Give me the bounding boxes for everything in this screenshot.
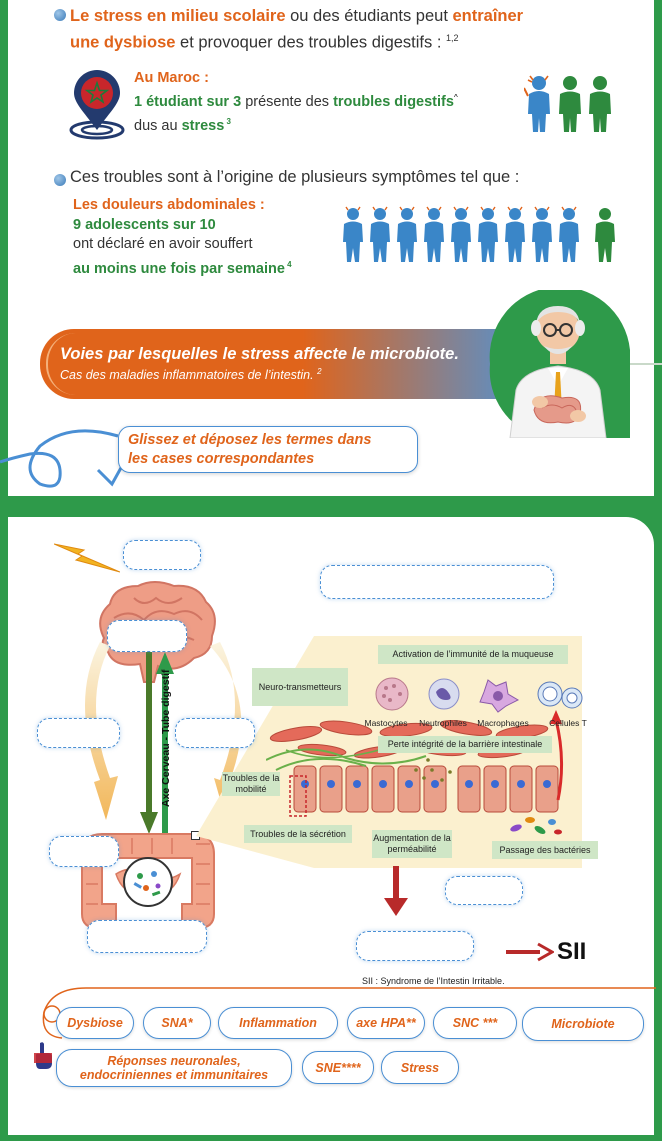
nine-of-ten-adolescents-icon (343, 206, 615, 262)
immune-cells-illustration (375, 677, 583, 713)
stat-highlight: troubles digestifs (333, 93, 454, 110)
intro-text: ou des étudiants peut (285, 7, 453, 25)
footnote: SII : Syndrome de l’Intestin Irritable. (362, 976, 505, 986)
instruction-box (118, 426, 418, 473)
symptom-title: Les douleurs abdominales : (73, 197, 265, 213)
intro-paragraph: Le stress en milieu scolaire ou des étud… (70, 5, 590, 54)
label-bacteria-passage: Passage des bactéries (492, 841, 598, 859)
label-immune-activation: Activation de l’immunité de la muqueuse (378, 645, 568, 664)
sii-label: SII (557, 938, 587, 965)
stat-text: dus au (134, 117, 182, 134)
drop-zone-left[interactable] (37, 718, 120, 748)
instruction-arrow-icon (0, 429, 124, 488)
right-arrow-icon (506, 942, 554, 962)
symptom-text: ont déclaré en avoir souffert (73, 236, 253, 252)
instruction-line: les cases correspondantes (128, 451, 315, 467)
term-sne[interactable]: SNE**** (302, 1051, 374, 1084)
banner (40, 329, 518, 399)
morocco-stat: Au Maroc : 1 étudiant sur 3 présente des… (134, 69, 514, 136)
reference: 4 (284, 259, 292, 269)
banner-subtitle: Cas des maladies inflammatoires de l’int… (60, 367, 500, 382)
stat-text: présente des (241, 93, 334, 110)
bullet-icon (54, 174, 66, 186)
drop-zone-microbiote[interactable] (87, 920, 207, 953)
bullet-icon (54, 9, 66, 21)
instruction-text: Glissez et déposez les termes dans les c… (128, 431, 418, 469)
intro-highlight: une dysbiose (70, 33, 176, 52)
lightning-icon (54, 543, 120, 573)
doctor-illustration (489, 290, 630, 438)
stat-highlight: 1 étudiant sur 3 (134, 93, 242, 110)
term-axe-hpa[interactable]: axe HPA** (347, 1007, 425, 1039)
drop-zone-responses[interactable] (320, 565, 554, 599)
label-motility: Troubles de la mobilité (222, 772, 280, 796)
term-stress[interactable]: Stress (381, 1051, 459, 1084)
reference: 1,2 (446, 33, 459, 43)
label-secretion: Troubles de la sécrétion (244, 825, 352, 843)
reference: 2 (317, 367, 322, 376)
symptom-count: 9 adolescents sur 10 (73, 216, 216, 233)
reference: ^ (453, 93, 458, 102)
term-microbiote[interactable]: Microbiote (522, 1007, 644, 1041)
symptoms-intro: Ces troubles sont à l’origine de plusieu… (70, 168, 520, 186)
cell-label: Macrophages (477, 718, 529, 728)
symptoms-stat: Les douleurs abdominales : 9 adolescents… (73, 196, 353, 279)
cell-label: Cellules T (549, 718, 587, 728)
term-sna[interactable]: SNA* (143, 1007, 211, 1039)
label-barrier-loss: Perte intégrité de la barrière intestina… (378, 736, 552, 753)
drop-zone-dysbiose[interactable] (445, 876, 523, 905)
instruction-line: Glissez et déposez les termes dans (128, 432, 372, 448)
label-permeability: Augmentation de la perméabilité (372, 830, 452, 858)
label-neurotransmitters: Neuro-transmetteurs (252, 668, 348, 706)
term-inflammation[interactable]: Inflammation (218, 1007, 338, 1039)
intro-text: et provoquer des troubles digestifs : (175, 33, 447, 52)
axis-label: Axe Cerveau - Tube digestif (160, 669, 172, 807)
drop-zone-right[interactable] (175, 718, 255, 748)
bacteria-icon (510, 817, 562, 835)
banner-inner-border (46, 333, 516, 395)
axis-arrows-icon (140, 652, 174, 834)
reference: 3 (224, 116, 231, 126)
morocco-pin-icon (69, 70, 125, 140)
cell-label: Mastocytes (364, 718, 408, 728)
intro-highlight: Le stress en milieu scolaire (70, 7, 286, 25)
drop-zone-inflammation[interactable] (356, 931, 474, 961)
one-of-three-students-icon (524, 75, 611, 132)
stat-highlight: stress (181, 117, 225, 134)
term-snc[interactable]: SNC *** (433, 1007, 517, 1039)
banner-subtitle-text: Cas des maladies inflammatoires de l’int… (60, 368, 318, 383)
banner-title: Voies par lesquelles le stress affecte l… (60, 345, 459, 363)
drop-zone-sne[interactable] (49, 836, 119, 867)
symptom-frequency: au moins une fois par semaine (73, 260, 285, 277)
drop-zone-snc[interactable] (107, 620, 187, 652)
hand-pointer-icon (34, 1042, 52, 1069)
term-reponses[interactable]: Réponses neuronales, endocriniennes et i… (56, 1049, 292, 1087)
term-dysbiose[interactable]: Dysbiose (56, 1007, 134, 1039)
drop-zone-stress[interactable] (123, 540, 201, 570)
morocco-title: Au Maroc : (134, 70, 209, 86)
down-arrow-icon (384, 866, 408, 916)
cell-label: Neutrophiles (419, 718, 467, 728)
intro-highlight: entraîner (452, 7, 524, 25)
